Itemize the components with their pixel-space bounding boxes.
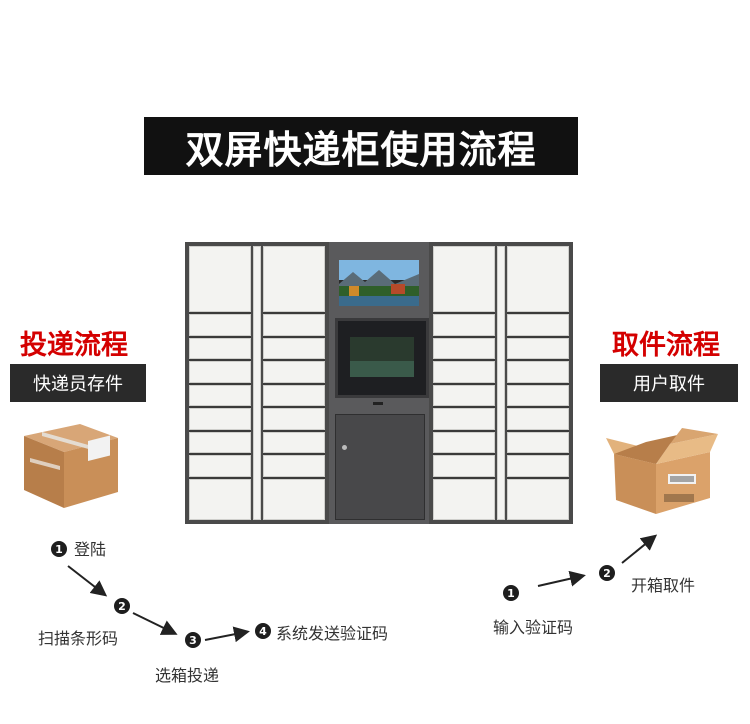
step-enter-code: 输入验证码 (493, 618, 574, 637)
locker-door (189, 431, 251, 454)
locker-door (433, 408, 495, 430)
locker-door (433, 246, 495, 313)
locker-door (433, 314, 495, 336)
locker-door (507, 337, 569, 360)
locker-strip (497, 246, 505, 520)
locker-door (263, 314, 325, 336)
locker-door (263, 337, 325, 360)
step-send-code: 系统发送验证码 (276, 624, 389, 643)
step-open-box: 开箱取件 (631, 576, 696, 595)
service-door (335, 414, 425, 520)
pickup-step-number-1: 1 (503, 585, 519, 601)
arrow-icon (204, 626, 250, 643)
locker-door (189, 337, 251, 360)
locker-door (189, 408, 251, 430)
locker-column (189, 246, 251, 521)
locker-door (263, 408, 325, 430)
locker-divider (497, 246, 505, 520)
locker-door (507, 431, 569, 454)
step-number-4: 4 (255, 623, 271, 639)
locker-door (189, 246, 251, 313)
closed-box-icon (24, 424, 118, 508)
page-title: 双屏快递柜使用流程 (144, 117, 578, 175)
locker-strip (253, 246, 261, 520)
locker-door (263, 361, 325, 383)
locker-door (507, 314, 569, 336)
locker-door (263, 455, 325, 477)
locker-door (189, 455, 251, 477)
locker-door (189, 361, 251, 383)
locker-column (433, 246, 495, 521)
locker-door (433, 384, 495, 407)
locker-door (507, 384, 569, 407)
locker-door (507, 455, 569, 477)
locker-door (263, 431, 325, 454)
courier-deposit-tag: 快递员存件 (10, 364, 146, 402)
locker-door (433, 337, 495, 360)
step-choose-box: 选箱投递 (155, 666, 220, 685)
step-number-2: 2 (114, 598, 130, 614)
locker-door (263, 479, 325, 521)
arrow-icon (621, 534, 658, 564)
locker-column (263, 246, 325, 521)
locker-door (433, 455, 495, 477)
top-display-screen (339, 260, 419, 306)
locker-door (263, 384, 325, 407)
delivery-flow-heading: 投递流程 (20, 330, 128, 361)
locker-cabinet (185, 242, 573, 524)
touch-screen (335, 318, 429, 398)
step-scan-barcode: 扫描条形码 (38, 629, 119, 648)
door-lock-icon (342, 445, 347, 450)
locker-door (433, 479, 495, 521)
locker-divider (253, 246, 261, 520)
control-module (329, 242, 429, 524)
arrow-icon (67, 565, 108, 597)
locker-door (263, 246, 325, 313)
user-pickup-tag: 用户取件 (600, 364, 738, 402)
locker-door (507, 479, 569, 521)
arrow-icon (537, 570, 586, 587)
step-number-1: 1 (51, 541, 67, 557)
locker-door (433, 431, 495, 454)
locker-door (507, 246, 569, 313)
arrow-icon (132, 612, 178, 635)
locker-door (189, 479, 251, 521)
locker-door (507, 361, 569, 383)
locker-column (507, 246, 569, 521)
locker-door (189, 384, 251, 407)
card-slot (373, 402, 383, 405)
step-number-3: 3 (185, 632, 201, 648)
locker-door (189, 314, 251, 336)
pickup-flow-heading: 取件流程 (612, 330, 720, 361)
pickup-step-number-2: 2 (599, 565, 615, 581)
locker-door (433, 361, 495, 383)
step-login: 登陆 (74, 540, 107, 559)
locker-door (507, 408, 569, 430)
open-box-icon (606, 428, 718, 514)
landscape-image (339, 260, 419, 306)
